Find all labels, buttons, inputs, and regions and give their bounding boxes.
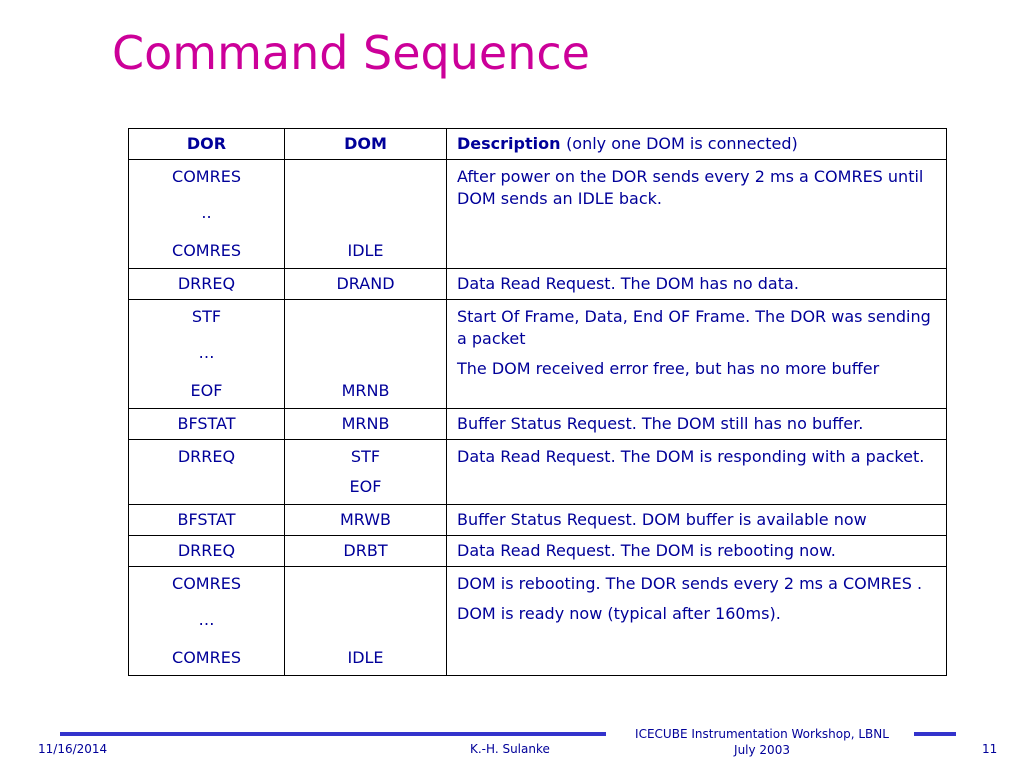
header-description: Description (only one DOM is connected) bbox=[446, 128, 947, 160]
description-text: The DOM received error free, but has no … bbox=[457, 359, 880, 378]
header-dor: DOR bbox=[128, 128, 285, 160]
dor-cmd: STF bbox=[191, 307, 222, 326]
footer-rule-left bbox=[60, 732, 606, 736]
dom-cell: MRNB bbox=[284, 299, 447, 409]
dor-cell: COMRES .. COMRES bbox=[128, 159, 285, 269]
footer-date: 11/16/2014 bbox=[38, 742, 108, 756]
dor-cmd: DRREQ bbox=[177, 447, 236, 466]
dor-cell: DRREQ bbox=[128, 439, 285, 505]
footer-rule-right bbox=[914, 732, 956, 736]
header-description-note: (only one DOM is connected) bbox=[566, 134, 798, 153]
footer-author: K.-H. Sulanke bbox=[470, 742, 550, 756]
description-cell: Start Of Frame, Data, End OF Frame. The … bbox=[446, 299, 947, 409]
dom-cmd: IDLE bbox=[347, 648, 384, 667]
slide-title: Command Sequence bbox=[112, 26, 590, 80]
dor-cmd: .. bbox=[201, 203, 212, 222]
dom-cell: DRBT bbox=[284, 535, 447, 567]
table-row: COMRES .. COMRES IDLE After power on the… bbox=[128, 159, 947, 269]
dor-cmd: COMRES bbox=[172, 167, 241, 186]
page-number: 11 bbox=[982, 742, 998, 756]
description-text: Data Read Request. The DOM is responding… bbox=[457, 447, 925, 466]
dor-cell: DRREQ bbox=[128, 535, 285, 567]
table-row: STF … EOF MRNB Start Of Frame, Data, End… bbox=[128, 299, 947, 409]
dor-cmd: … bbox=[198, 610, 215, 629]
dor-cmd: COMRES bbox=[172, 574, 241, 593]
description-cell: Data Read Request. The DOM is responding… bbox=[446, 439, 947, 505]
dom-cmd: STF bbox=[350, 447, 381, 466]
description-text: DOM is rebooting. The DOR sends every 2 … bbox=[457, 574, 923, 593]
dor-cmd: COMRES bbox=[172, 241, 241, 260]
description-text: After power on the DOR sends every 2 ms … bbox=[457, 167, 924, 208]
dor-cmd: COMRES bbox=[172, 648, 241, 667]
description-cell: DOM is rebooting. The DOR sends every 2 … bbox=[446, 566, 947, 676]
description-cell: Data Read Request. The DOM is rebooting … bbox=[446, 535, 947, 567]
description-text: Start Of Frame, Data, End OF Frame. The … bbox=[457, 307, 931, 348]
footer-event: ICECUBE Instrumentation Workshop, LBNL J… bbox=[612, 726, 912, 758]
dom-cmd: EOF bbox=[349, 477, 382, 496]
dom-cell: STF EOF bbox=[284, 439, 447, 505]
table-row: DRREQ DRBT Data Read Request. The DOM is… bbox=[128, 535, 947, 567]
table-row: DRREQ DRAND Data Read Request. The DOM h… bbox=[128, 268, 947, 300]
command-sequence-table: DOR DOM Description (only one DOM is con… bbox=[128, 128, 947, 676]
dom-cell: IDLE bbox=[284, 159, 447, 269]
dom-cmd: MRNB bbox=[341, 381, 390, 400]
description-cell: Buffer Status Request. DOM buffer is ava… bbox=[446, 504, 947, 536]
description-cell: Data Read Request. The DOM has no data. bbox=[446, 268, 947, 300]
description-cell: After power on the DOR sends every 2 ms … bbox=[446, 159, 947, 269]
description-cell: Buffer Status Request. The DOM still has… bbox=[446, 408, 947, 440]
dor-cell: STF … EOF bbox=[128, 299, 285, 409]
dom-cell: IDLE bbox=[284, 566, 447, 676]
dom-cell: MRWB bbox=[284, 504, 447, 536]
dom-cmd: IDLE bbox=[347, 241, 384, 260]
header-description-bold: Description bbox=[457, 134, 561, 153]
dor-cmd: EOF bbox=[190, 381, 223, 400]
dor-cell: BFSTAT bbox=[128, 408, 285, 440]
footer-event-name: ICECUBE Instrumentation Workshop, LBNL bbox=[635, 727, 889, 741]
table-row: BFSTAT MRNB Buffer Status Request. The D… bbox=[128, 408, 947, 440]
dom-cell: MRNB bbox=[284, 408, 447, 440]
dom-cell: DRAND bbox=[284, 268, 447, 300]
dor-cell: DRREQ bbox=[128, 268, 285, 300]
dor-cell: COMRES … COMRES bbox=[128, 566, 285, 676]
footer-event-date: July 2003 bbox=[734, 743, 790, 757]
table-row: DRREQ STF EOF Data Read Request. The DOM… bbox=[128, 439, 947, 505]
table-row: COMRES … COMRES IDLE DOM is rebooting. T… bbox=[128, 566, 947, 676]
table-header-row: DOR DOM Description (only one DOM is con… bbox=[128, 128, 947, 160]
dor-cell: BFSTAT bbox=[128, 504, 285, 536]
table-row: BFSTAT MRWB Buffer Status Request. DOM b… bbox=[128, 504, 947, 536]
description-text: DOM is ready now (typical after 160ms). bbox=[457, 604, 781, 623]
dor-cmd: … bbox=[198, 343, 215, 362]
header-dom: DOM bbox=[284, 128, 447, 160]
